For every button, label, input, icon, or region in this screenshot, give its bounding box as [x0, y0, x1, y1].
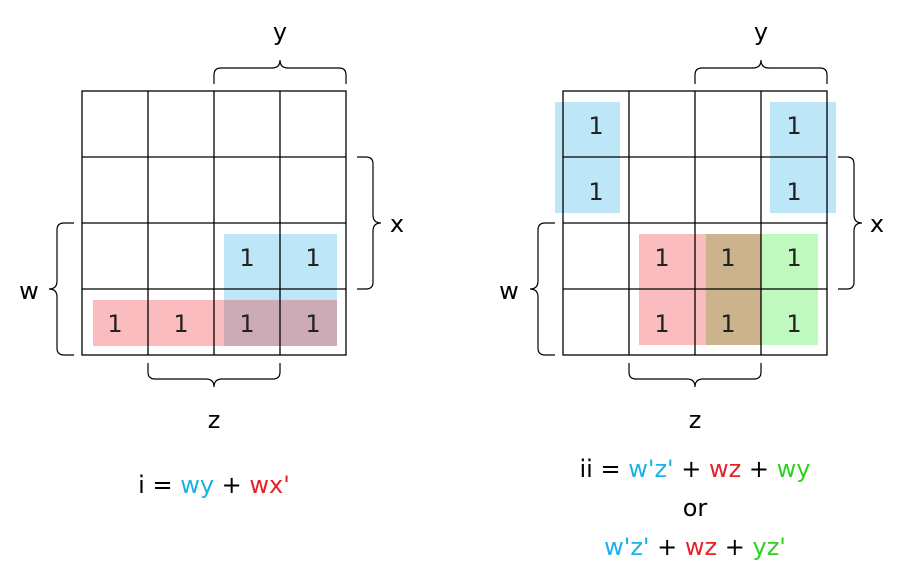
- equation-term: ii =: [579, 455, 629, 483]
- cell-one: 1: [239, 310, 254, 338]
- brace-w: [529, 222, 555, 356]
- cell-one: 1: [654, 310, 669, 338]
- cell-one: 1: [720, 310, 735, 338]
- var-label-z: z: [208, 406, 221, 434]
- cell-one: 1: [239, 244, 254, 272]
- kmap-ii-grid: [562, 90, 828, 356]
- equation-term: i =: [138, 471, 181, 499]
- equation-term: +: [741, 455, 777, 483]
- equation-term: +: [673, 455, 710, 483]
- var-label-y: y: [754, 18, 768, 46]
- var-label-y: y: [273, 18, 287, 46]
- brace-z: [628, 363, 762, 388]
- equation-term: w'z': [604, 533, 650, 561]
- brace-y: [694, 59, 828, 84]
- equation-term: wy: [180, 471, 215, 499]
- kmap-i: 1 1 1 1 1 1 y x w z: [19, 18, 404, 434]
- kmap-ii: 1 1 1 1 1 1 1 1 1 1 y x w z: [499, 18, 884, 434]
- equation-term: wz: [709, 455, 742, 483]
- cell-one: 1: [588, 178, 603, 206]
- equation-ii-line3: w'z' + wz + yz': [481, 533, 902, 561]
- cell-one: 1: [786, 112, 801, 140]
- brace-x: [838, 156, 863, 290]
- cell-one: 1: [588, 112, 603, 140]
- equation-term: wz: [684, 533, 718, 561]
- cell-one: 1: [786, 178, 801, 206]
- equation-i: i = wy + wx': [0, 471, 428, 499]
- cell-one: 1: [720, 244, 735, 272]
- equation-ii-line1: ii = w'z' + wz + wy: [481, 455, 902, 483]
- cell-one: 1: [654, 244, 669, 272]
- kmap-i-grid: [81, 90, 347, 356]
- cell-one: 1: [305, 310, 320, 338]
- equation-term: +: [649, 533, 685, 561]
- var-label-w: w: [499, 277, 519, 305]
- equation-ii-or: or: [481, 494, 902, 522]
- equation-term: +: [214, 471, 250, 499]
- brace-w: [48, 222, 74, 356]
- var-label-x: x: [390, 210, 404, 238]
- cell-one: 1: [305, 244, 320, 272]
- cell-one: 1: [786, 310, 801, 338]
- cell-one: 1: [173, 310, 188, 338]
- equation-term: +: [717, 533, 753, 561]
- brace-y: [213, 59, 347, 84]
- equation-term: wy: [776, 455, 811, 483]
- var-label-z: z: [689, 406, 702, 434]
- equation-term: wx': [249, 471, 290, 499]
- brace-x: [357, 156, 382, 290]
- cell-one: 1: [786, 244, 801, 272]
- var-label-x: x: [870, 210, 884, 238]
- cell-one: 1: [107, 310, 122, 338]
- equation-term: w'z': [628, 455, 674, 483]
- var-label-w: w: [19, 277, 39, 305]
- equation-term: or: [682, 494, 708, 522]
- brace-z: [147, 363, 281, 388]
- equation-term: yz': [752, 533, 786, 561]
